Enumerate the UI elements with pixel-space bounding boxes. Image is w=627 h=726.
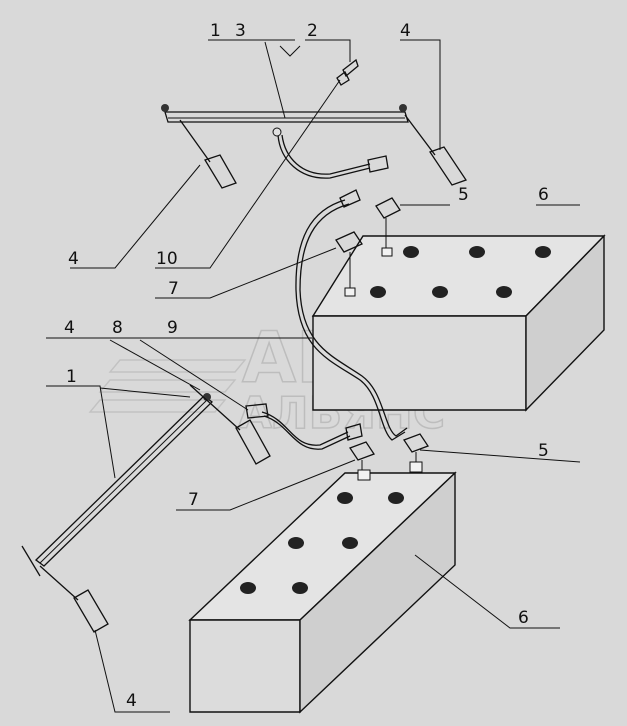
label-1-mid: 1 [66, 367, 77, 387]
label-3-top: 3 [235, 21, 246, 41]
battery-top [311, 234, 606, 412]
watermark-logo-stripes [88, 359, 247, 413]
label-9: 9 [167, 318, 178, 338]
cable-part9 [295, 189, 408, 441]
clamp-top-part7 [335, 231, 363, 288]
cable-part8 [245, 403, 363, 450]
battery-top-caps [370, 246, 551, 298]
battery-bottom-terminal-neg [357, 469, 371, 481]
label-8: 8 [112, 318, 123, 338]
battery-top-terminal-neg [344, 287, 356, 297]
clamp-top-part5 [375, 197, 401, 248]
label-2-top: 2 [307, 21, 318, 41]
part-labels: 1 3 2 4 6 5 4 10 7 4 8 9 1 5 7 6 4 [64, 21, 549, 711]
label-1-top: 1 [210, 21, 221, 41]
label-4-left: 4 [68, 249, 79, 269]
tie-rod-top-right [404, 114, 468, 186]
label-5-mid: 5 [538, 441, 549, 461]
tie-rod-bottom-mid [189, 384, 271, 465]
label-7-bottom: 7 [188, 490, 199, 510]
tie-rod-top-left [179, 119, 237, 189]
label-10: 10 [156, 249, 178, 269]
bolt-part2 [336, 58, 359, 86]
battery-bottom-front [189, 619, 301, 713]
tie-rod-bottom-left [39, 565, 109, 633]
clamp-bar-top [161, 104, 409, 123]
label-6-bottom: 6 [518, 608, 529, 628]
label-4-bottom: 4 [126, 691, 137, 711]
battery-top-front [312, 315, 527, 411]
battery-bottom [188, 461, 457, 714]
battery-top-side [525, 234, 605, 412]
battery-bottom-side [299, 471, 456, 714]
label-7-top: 7 [168, 279, 179, 299]
leader-lines [46, 39, 581, 713]
clamp-bar-bottom [21, 393, 213, 577]
label-4-top-right: 4 [400, 21, 411, 41]
label-6-top: 6 [538, 185, 549, 205]
cable-part10 [272, 127, 389, 179]
clamp-bottom-part5 [403, 433, 429, 462]
label-4-mid: 4 [64, 318, 75, 338]
battery-bottom-caps [240, 492, 404, 594]
battery-bottom-terminal-pos [409, 461, 423, 473]
label-5-top: 5 [458, 185, 469, 205]
battery-top-terminal-pos [381, 247, 393, 257]
clamp-bottom-part7 [349, 441, 375, 470]
